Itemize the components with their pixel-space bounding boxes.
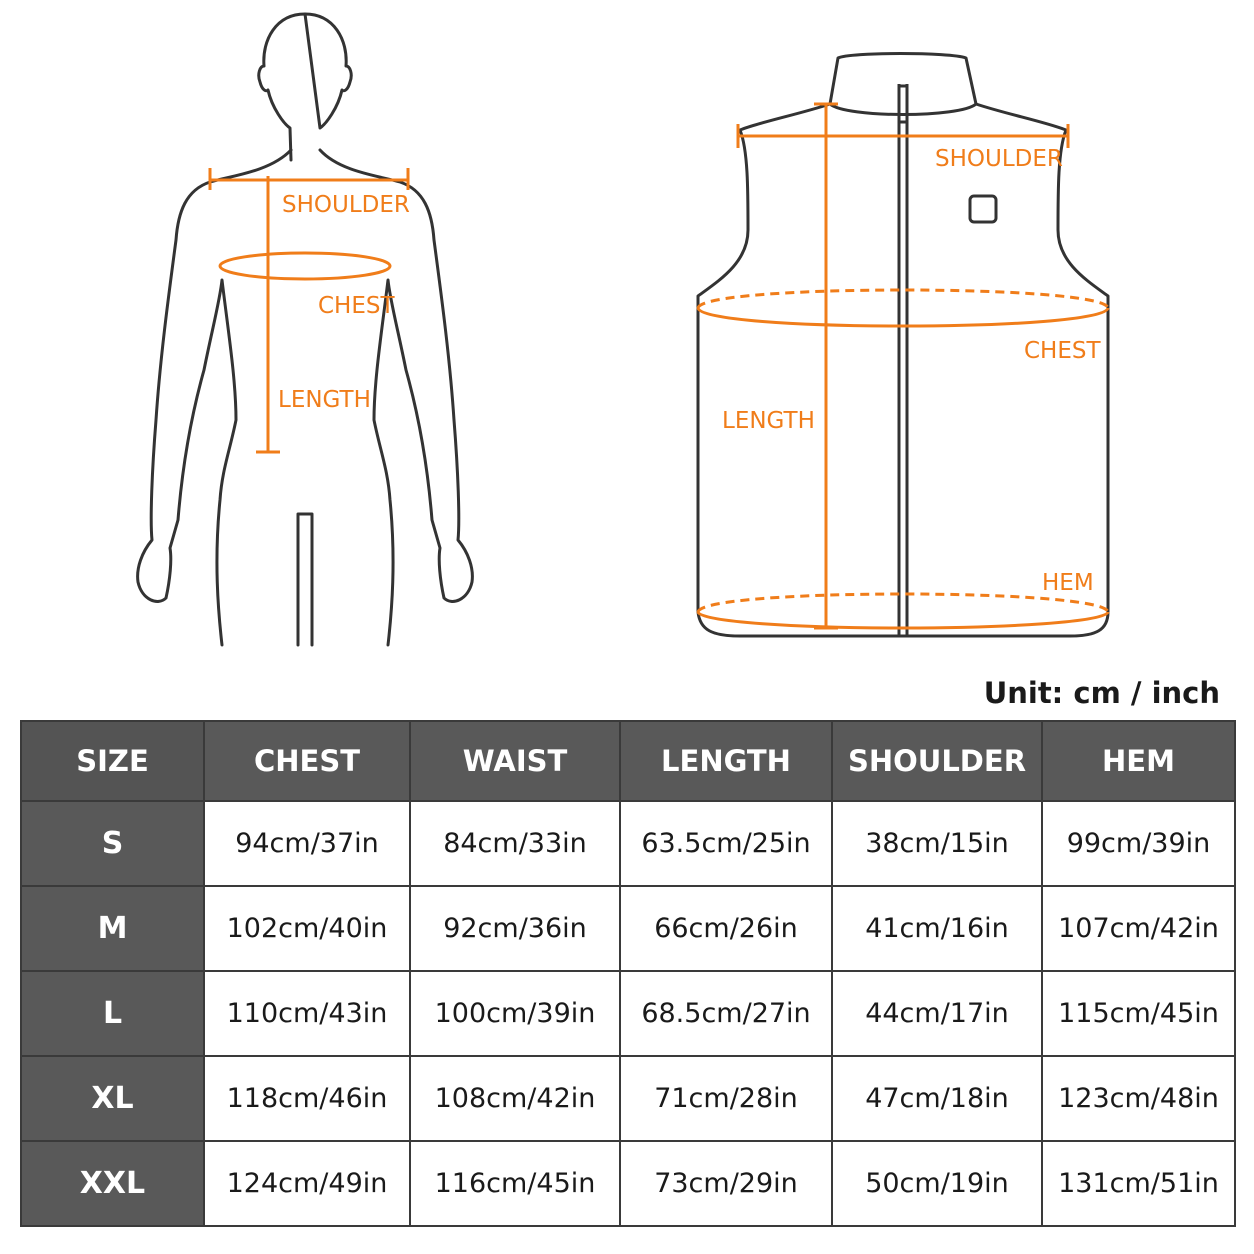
table-cell: 84cm/33in — [409, 800, 621, 887]
unit-label: Unit: cm / inch — [983, 676, 1220, 710]
table-cell: 63.5cm/25in — [619, 800, 833, 887]
table-cell: 66cm/26in — [619, 885, 833, 972]
table-cell: 123cm/48in — [1041, 1055, 1236, 1142]
table-row: L 110cm/43in 100cm/39in 68.5cm/27in 44cm… — [20, 970, 1236, 1057]
table-cell: 47cm/18in — [831, 1055, 1043, 1142]
vest-hem-label: HEM — [1042, 570, 1094, 596]
vest-length-label: LENGTH — [722, 408, 815, 434]
vest-shoulder-label: SHOULDER — [935, 146, 1063, 172]
table-cell: 68.5cm/27in — [619, 970, 833, 1057]
table-cell: 124cm/49in — [203, 1140, 411, 1227]
table-header-row: SIZE CHEST WAIST LENGTH SHOULDER HEM — [20, 720, 1236, 802]
table-cell: 94cm/37in — [203, 800, 411, 887]
vest-figure — [696, 52, 1110, 638]
table-row: XL 118cm/46in 108cm/42in 71cm/28in 47cm/… — [20, 1055, 1236, 1142]
table-cell: 116cm/45in — [409, 1140, 621, 1227]
table-cell: 92cm/36in — [409, 885, 621, 972]
column-header: LENGTH — [619, 720, 833, 802]
body-chest-label: CHEST — [318, 293, 395, 319]
vest-chest-label: CHEST — [1024, 338, 1101, 364]
body-length-label: LENGTH — [278, 387, 371, 413]
table-cell: 100cm/39in — [409, 970, 621, 1057]
measurement-illustrations: SHOULDER CHEST LENGTH SHOULDER CHEST LEN… — [136, 12, 1110, 647]
table-cell: 102cm/40in — [203, 885, 411, 972]
body-shoulder-label: SHOULDER — [282, 192, 410, 218]
table-row: M 102cm/40in 92cm/36in 66cm/26in 41cm/16… — [20, 885, 1236, 972]
table-cell: 41cm/16in — [831, 885, 1043, 972]
table-row: S 94cm/37in 84cm/33in 63.5cm/25in 38cm/1… — [20, 800, 1236, 887]
column-header: HEM — [1041, 720, 1236, 802]
size-cell: XL — [20, 1055, 205, 1142]
table-cell: 99cm/39in — [1041, 800, 1236, 887]
column-header: WAIST — [409, 720, 621, 802]
size-chart-table: SIZE CHEST WAIST LENGTH SHOULDER HEM S 9… — [20, 720, 1236, 1227]
table-cell: 115cm/45in — [1041, 970, 1236, 1057]
table-cell: 71cm/28in — [619, 1055, 833, 1142]
body-measure-lines — [208, 168, 410, 454]
body-figure — [136, 12, 474, 647]
column-header: CHEST — [203, 720, 411, 802]
size-cell: S — [20, 800, 205, 887]
size-cell: M — [20, 885, 205, 972]
table-cell: 131cm/51in — [1041, 1140, 1236, 1227]
table-cell: 107cm/42in — [1041, 885, 1236, 972]
table-cell: 38cm/15in — [831, 800, 1043, 887]
size-cell: L — [20, 970, 205, 1057]
column-header: SIZE — [20, 720, 205, 802]
table-cell: 118cm/46in — [203, 1055, 411, 1142]
table-cell: 110cm/43in — [203, 970, 411, 1057]
table-cell: 44cm/17in — [831, 970, 1043, 1057]
size-cell: XXL — [20, 1140, 205, 1227]
vest-measure-lines — [696, 102, 1110, 630]
table-cell: 73cm/29in — [619, 1140, 833, 1227]
table-cell: 108cm/42in — [409, 1055, 621, 1142]
column-header: SHOULDER — [831, 720, 1043, 802]
table-cell: 50cm/19in — [831, 1140, 1043, 1227]
table-row: XXL 124cm/49in 116cm/45in 73cm/29in 50cm… — [20, 1140, 1236, 1227]
